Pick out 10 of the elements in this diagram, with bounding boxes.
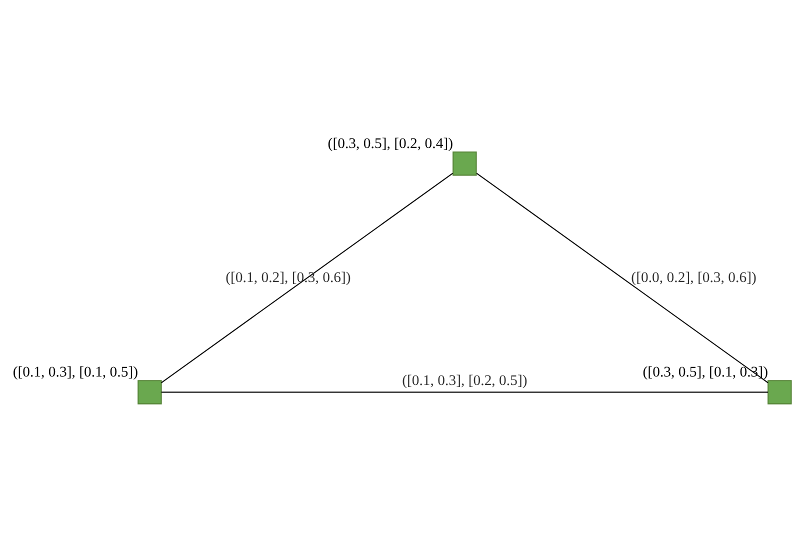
node-box — [768, 380, 792, 404]
edge-label: ([0.0, 0.2], [0.3, 0.6]) — [631, 269, 756, 286]
node-box — [452, 150, 477, 176]
node-label: ([0.1, 0.3], [0.1, 0.5]) — [12, 364, 138, 380]
node-box — [138, 380, 162, 404]
node-label: ([0.3, 0.5], [0.2, 0.4]) — [328, 136, 454, 152]
edge-label: ([0.1, 0.3], [0.2, 0.5]) — [402, 372, 528, 389]
connector — [161, 391, 768, 392]
connector — [476, 172, 768, 383]
connector — [161, 172, 454, 383]
